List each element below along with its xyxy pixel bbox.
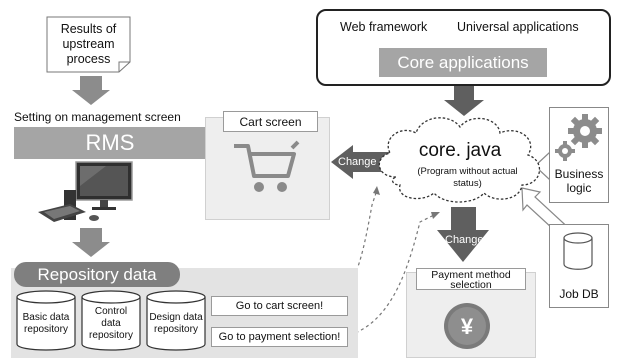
- cart-screen-title: Cart screen: [223, 111, 318, 132]
- change-left-arrow: [331, 145, 390, 179]
- repository-title: Repository data: [14, 262, 180, 287]
- core-applications-bar: Core applications: [379, 48, 547, 77]
- core-java-subtitle: (Program without actual status): [417, 166, 518, 189]
- down-arrow-upstream: [72, 76, 110, 105]
- control-data-repository: Control data repository: [81, 290, 141, 352]
- rms-bar: RMS: [14, 127, 206, 159]
- dashed-cart-link: [329, 189, 378, 303]
- cart-icon: [232, 140, 304, 196]
- go-to-cart-button[interactable]: Go to cart screen!: [211, 296, 348, 316]
- go-to-payment-button[interactable]: Go to payment selection!: [211, 327, 348, 347]
- business-logic-box: [549, 107, 609, 203]
- core-java-cloud: [366, 107, 550, 207]
- business-logic-label: Business logic: [554, 167, 604, 195]
- control-data-label: Control data repository: [89, 306, 133, 341]
- yen-coin-icon: ¥: [443, 302, 491, 350]
- change-down-arrow: [437, 207, 489, 262]
- database-icon: [563, 232, 593, 270]
- management-label: Setting on management screen: [14, 110, 181, 124]
- change-left-label: Change: [338, 156, 377, 168]
- universal-applications-label: Universal applications: [457, 20, 579, 34]
- design-data-repository: Design data repository: [146, 290, 206, 352]
- job-db-label: Job DB: [559, 287, 599, 301]
- down-arrow-core-apps: [444, 86, 484, 116]
- down-arrow-computer: [72, 228, 110, 257]
- design-data-label: Design data repository: [149, 312, 203, 335]
- core-java-title: core. java: [418, 140, 502, 161]
- yen-symbol: ¥: [461, 314, 474, 339]
- upstream-text: Results of upstream process: [60, 22, 117, 66]
- change-down-label: Change: [445, 234, 484, 246]
- computer-icon: [36, 160, 136, 226]
- payment-title: Payment method selection: [416, 268, 526, 290]
- basic-data-repository: Basic data repository: [16, 290, 76, 352]
- upstream-document: Results of upstream process: [46, 16, 131, 73]
- basic-data-label: Basic data repository: [22, 312, 70, 335]
- gears-icon: [553, 113, 605, 165]
- cart-screen-panel: [205, 117, 330, 220]
- web-framework-label: Web framework: [340, 20, 428, 34]
